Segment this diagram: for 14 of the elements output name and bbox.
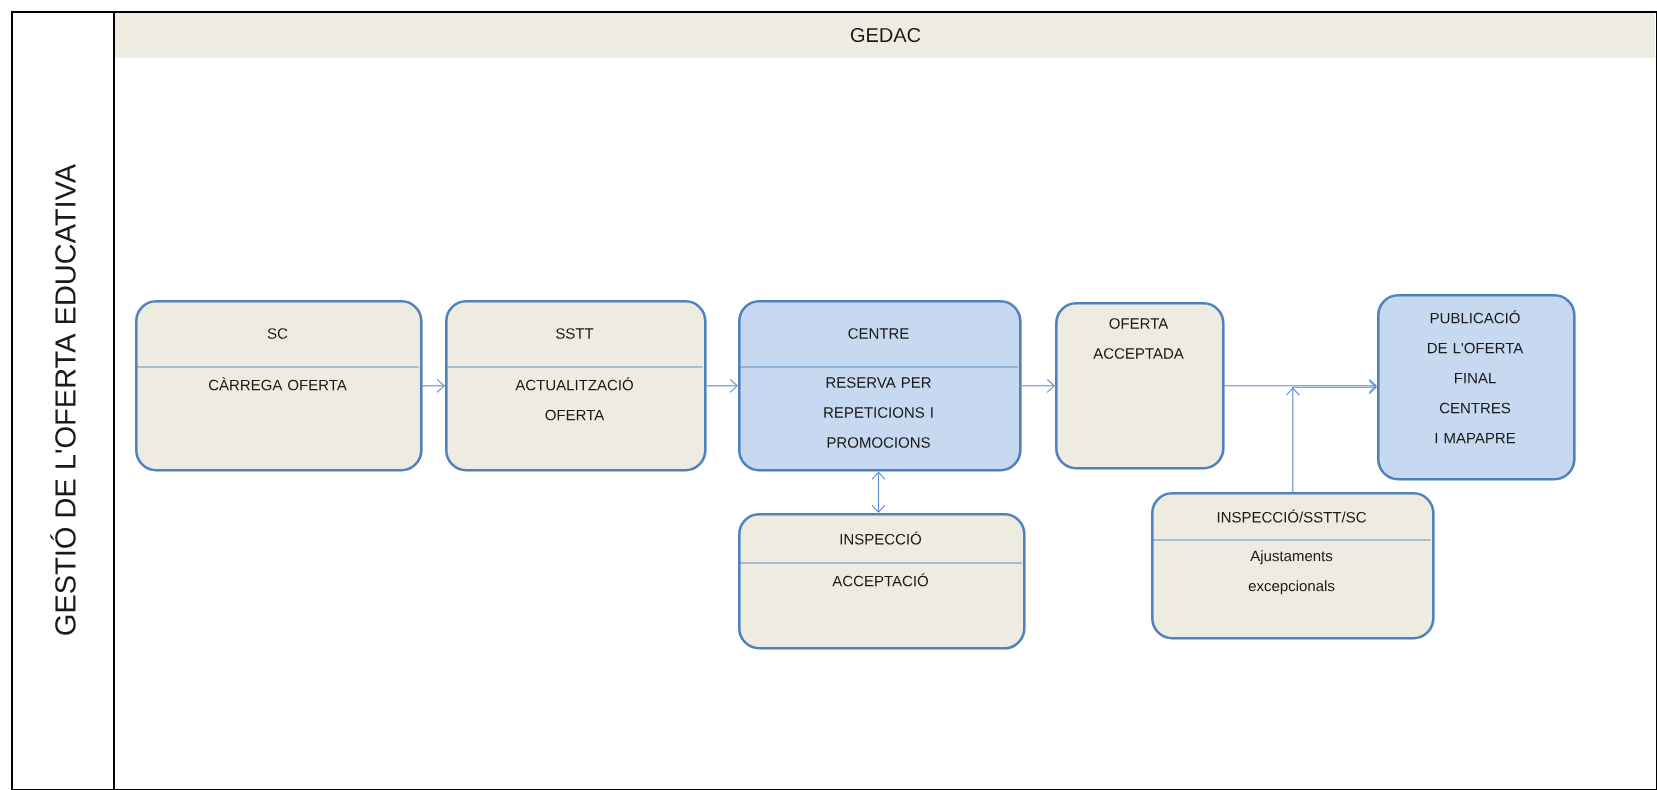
arrow <box>422 378 445 393</box>
process-box: INSPECCIÓ ACCEPTACIÓ <box>738 513 1026 650</box>
process-box: SSTT ACTUALITZACIÓ OFERTA <box>445 300 707 472</box>
process-box: OFERTA ACCEPTADA <box>1055 302 1225 470</box>
process-box: INSPECCIÓ/SSTT/SC Ajustaments excepcionals <box>1151 492 1435 640</box>
lane-label: GESTIÓ DE L'OFERTA EDUCATIVA <box>11 11 115 790</box>
arrow <box>1224 378 1377 393</box>
arrow <box>1285 380 1377 493</box>
process-box: PUBLICACIÓ DE L'OFERTA FINAL CENTRES I MAPAPRE <box>1377 294 1576 481</box>
arrow <box>871 471 886 513</box>
arrow <box>706 378 738 393</box>
arrow <box>1021 378 1055 393</box>
process-box: CENTRE RESERVA PER REPETICIONS I PROMOCIONS <box>738 300 1022 472</box>
process-box: SC CÀRREGA OFERTA <box>135 300 423 472</box>
